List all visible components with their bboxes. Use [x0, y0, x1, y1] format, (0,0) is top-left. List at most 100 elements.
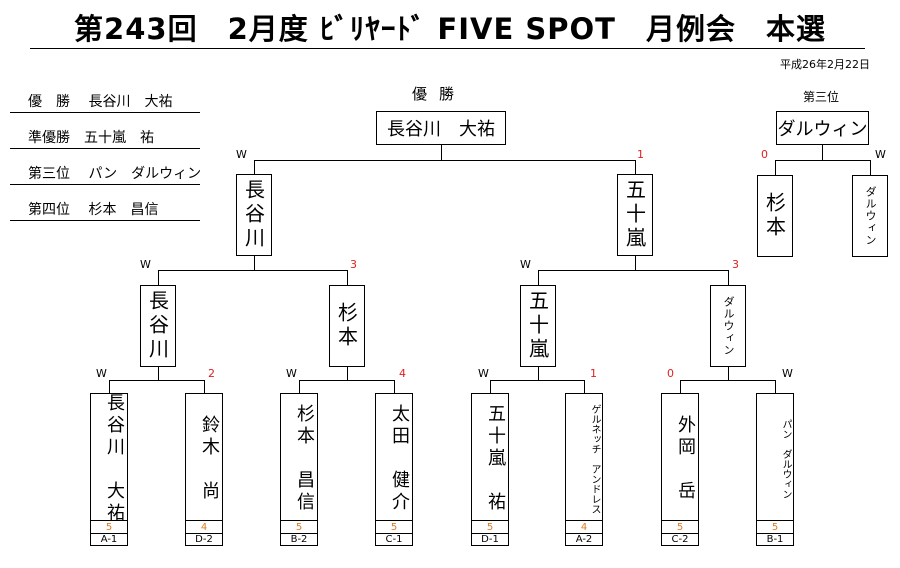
bracket-line — [158, 270, 347, 271]
player-seed: D-2 — [186, 533, 222, 546]
result-text: 準優勝 五十嵐 祐 — [28, 130, 154, 146]
bracket-line — [299, 380, 300, 393]
player-name: パン ダルウィン — [780, 419, 791, 499]
result-row-second: 準優勝 五十嵐 祐 — [10, 124, 200, 149]
bracket-line — [158, 367, 159, 380]
player-name: ゲルネッチ アンドレス — [589, 404, 600, 514]
player-seed: C-2 — [662, 533, 698, 546]
result-row-first: 優 勝 長谷川 大祐 — [10, 88, 200, 113]
player-seed: D-1 — [472, 533, 508, 546]
player-score: 5 — [376, 520, 412, 534]
player-card: 太田 健介 5 C-1 — [375, 393, 413, 546]
player-card: 五十嵐 祐 5 D-1 — [471, 393, 509, 546]
qf-3-right-mark: 1 — [590, 367, 597, 380]
bracket-line — [490, 380, 584, 381]
semi-1-right-mark: 3 — [350, 258, 357, 271]
qf-4-left-mark: 0 — [667, 367, 674, 380]
third-place-right-box: ダルウィン — [852, 175, 888, 257]
bracket-line — [538, 270, 728, 271]
result-text: 優 勝 長谷川 大祐 — [28, 94, 173, 110]
third-place-left-box: 杉本 — [757, 175, 793, 257]
player-seed: B-2 — [281, 533, 317, 546]
player-score: 4 — [566, 520, 602, 534]
qf-1-left-mark: W — [96, 367, 107, 380]
final-right-mark: 1 — [637, 148, 644, 161]
bracket-line — [538, 270, 539, 285]
player-name: 五十嵐 祐 — [485, 404, 506, 514]
final-right-box: 五十嵐 — [617, 174, 653, 256]
player-name: 外岡 岳 — [675, 415, 696, 503]
bracket-line — [204, 380, 205, 393]
bracket-line — [158, 270, 159, 285]
bracket-line — [394, 380, 395, 393]
bracket-line — [254, 256, 255, 270]
semi-2-left-mark: W — [520, 258, 531, 271]
player-score: 5 — [662, 520, 698, 534]
player-card: ゲルネッチ アンドレス 4 A-2 — [565, 393, 603, 546]
bracket-line — [109, 380, 204, 381]
result-text: 第三位 パン ダルウィン — [28, 166, 202, 182]
player-score: 5 — [91, 520, 127, 534]
player-seed: A-2 — [566, 533, 602, 546]
third-place-right-mark: W — [875, 148, 886, 161]
player-name: 鈴木 尚 — [199, 415, 220, 503]
third-place-winner-box: ダルウィン — [776, 111, 869, 145]
final-left-box: 長谷川 — [236, 174, 272, 256]
event-date: 平成26年2月22日 — [780, 58, 870, 71]
bracket-line — [441, 145, 442, 160]
bracket-line — [775, 160, 776, 175]
player-score: 5 — [757, 520, 793, 534]
bracket-line — [584, 380, 585, 393]
semi-2-right-box: ダルウィン — [710, 285, 746, 367]
player-name: 太田 健介 — [389, 404, 410, 514]
bracket-line — [254, 160, 635, 161]
player-name: 杉本 昌信 — [294, 404, 315, 514]
qf-1-right-mark: 2 — [208, 367, 215, 380]
bracket-line — [728, 367, 729, 380]
page-title: 第243回 2月度 ﾋﾞﾘﾔｰﾄﾞ FIVE SPOT 月例会 本選 — [74, 12, 826, 46]
player-card: 杉本 昌信 5 B-2 — [280, 393, 318, 546]
player-card: パン ダルウィン 5 B-1 — [756, 393, 794, 546]
bracket-line — [775, 160, 870, 161]
player-score: 5 — [281, 520, 317, 534]
result-row-fourth: 第四位 杉本 昌信 — [10, 196, 200, 221]
semi-2-left-box: 五十嵐 — [520, 285, 556, 367]
result-row-third: 第三位 パン ダルウィン — [10, 160, 202, 185]
bracket-line — [775, 380, 776, 393]
semi-2-right-mark: 3 — [732, 258, 739, 271]
bracket-line — [870, 160, 871, 175]
third-place-left-mark: 0 — [761, 148, 768, 161]
bracket-line — [490, 380, 491, 393]
champion-box: 長谷川 大祐 — [376, 111, 506, 145]
bracket-line — [254, 160, 255, 174]
qf-4-right-mark: W — [782, 367, 793, 380]
player-score: 5 — [472, 520, 508, 534]
bracket-line — [347, 367, 348, 380]
player-seed: C-1 — [376, 533, 412, 546]
bracket-line — [109, 380, 110, 393]
bracket-line — [635, 256, 636, 270]
bracket-line — [347, 270, 348, 285]
qf-2-right-mark: 4 — [399, 367, 406, 380]
semi-1-left-box: 長谷川 — [140, 285, 176, 367]
semi-1-right-box: 杉本 — [329, 285, 365, 367]
bracket-line — [635, 160, 636, 174]
third-place-label: 第三位 — [803, 90, 840, 104]
title-underline — [30, 48, 865, 49]
qf-3-left-mark: W — [478, 367, 489, 380]
champion-label: 優勝 — [412, 85, 467, 103]
bracket-line — [680, 380, 681, 393]
player-card: 鈴木 尚 4 D-2 — [185, 393, 223, 546]
semi-1-left-mark: W — [140, 258, 151, 271]
bracket-line — [538, 367, 539, 380]
bracket-line — [822, 145, 823, 160]
player-name: 長谷川 大祐 — [104, 393, 125, 525]
player-card: 長谷川 大祐 5 A-1 — [90, 393, 128, 546]
bracket-line — [299, 380, 394, 381]
player-score: 4 — [186, 520, 222, 534]
qf-2-left-mark: W — [286, 367, 297, 380]
player-seed: A-1 — [91, 533, 127, 546]
result-text: 第四位 杉本 昌信 — [28, 202, 159, 218]
bracket-line — [680, 380, 775, 381]
